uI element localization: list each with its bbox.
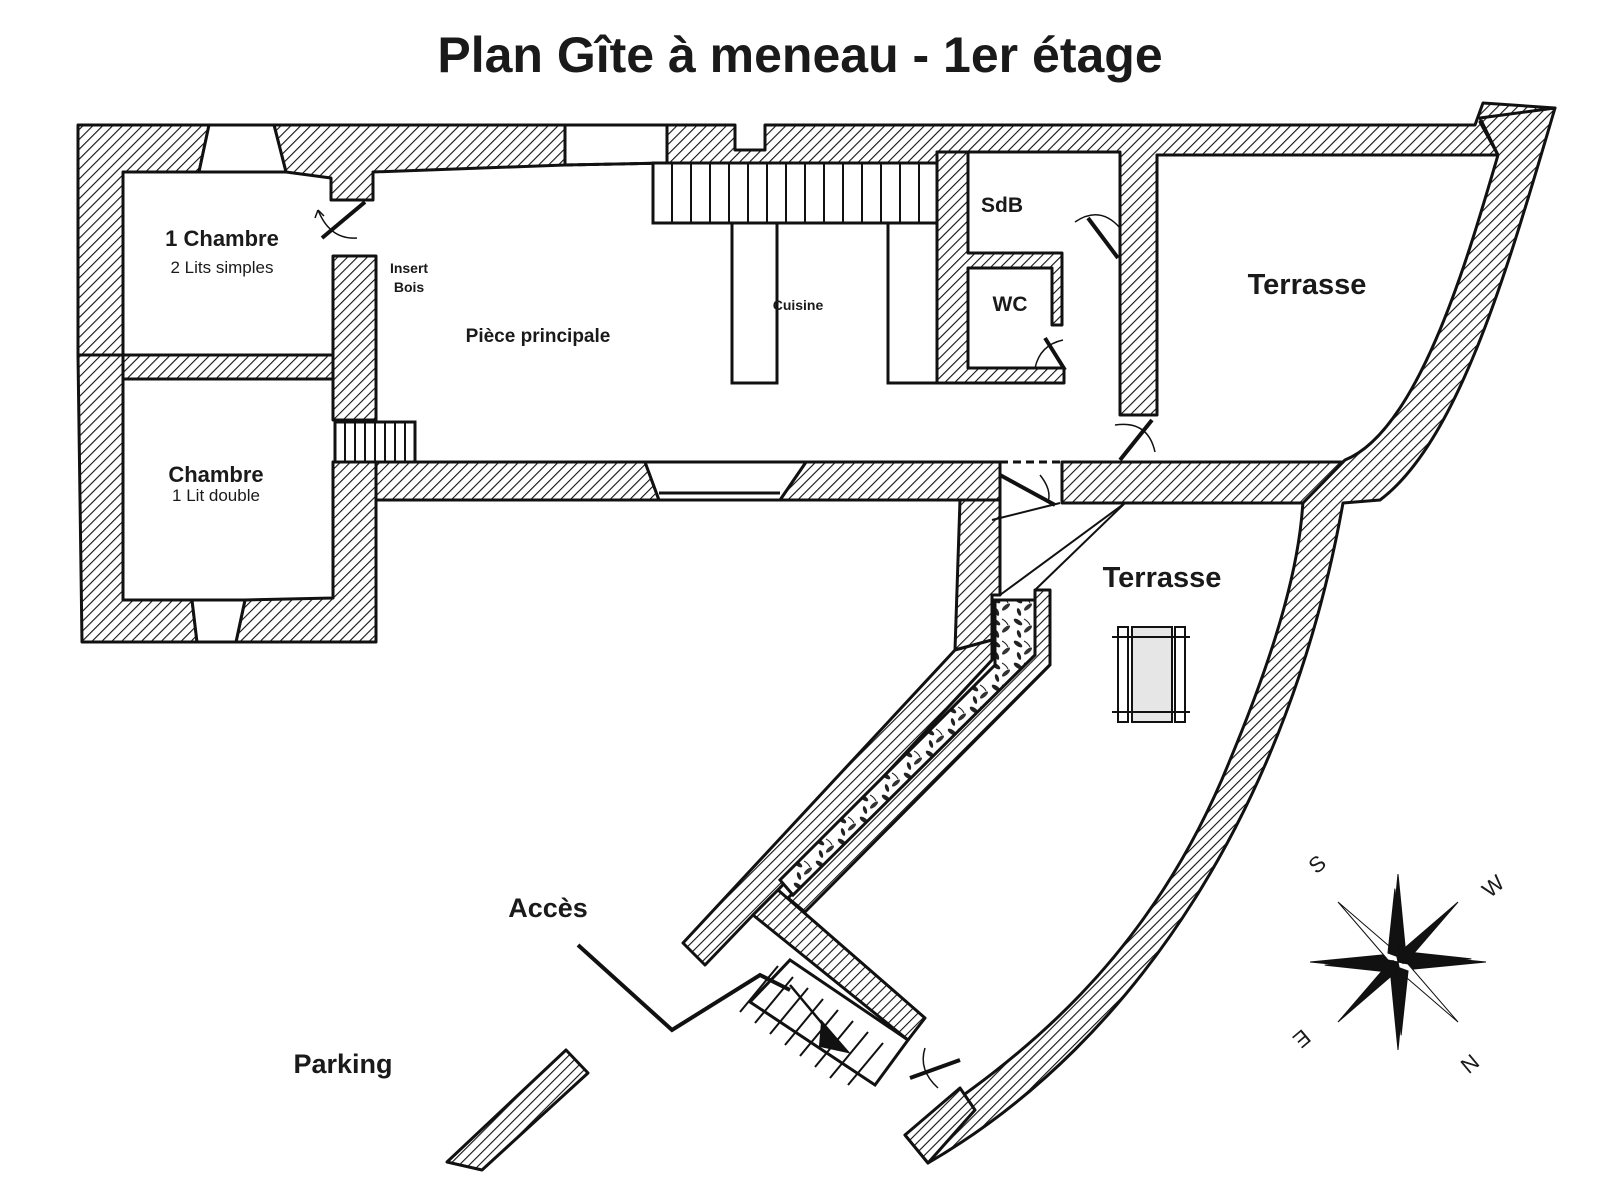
label-chambre-2-detail: 1 Lit double xyxy=(172,486,260,505)
wall-main-bottom-left xyxy=(331,460,661,502)
compass-rose xyxy=(1309,873,1487,1051)
label-acces: Accès xyxy=(508,893,588,923)
wall-entry-lower xyxy=(903,1086,977,1165)
doors xyxy=(314,200,1156,1089)
walls xyxy=(76,101,1557,1172)
corridor-lines xyxy=(991,502,1126,596)
wall-main-bottom-right-2 xyxy=(1060,460,1345,505)
bench-left xyxy=(1117,626,1129,723)
label-chambre-1: 1 Chambre xyxy=(165,226,279,251)
label-terrasse-haut: Terrasse xyxy=(1248,269,1367,301)
compass-s: S xyxy=(1304,850,1331,879)
label-chambre-1-detail: 2 Lits simples xyxy=(171,258,274,277)
label-piece-principale: Pièce principale xyxy=(466,326,611,347)
wall-top-middle xyxy=(272,123,567,202)
windows xyxy=(190,123,1062,644)
room-labels: 1 Chambre 2 Lits simples Chambre 1 Lit d… xyxy=(165,194,1366,1079)
door-terrasse xyxy=(1118,418,1154,462)
compass-e: E xyxy=(1288,1024,1315,1053)
label-chambre-2: Chambre xyxy=(168,462,263,487)
wall-parking xyxy=(445,1048,590,1172)
plan-title: Plan Gîte à meneau - 1er étage xyxy=(437,27,1162,83)
window-bottom-left xyxy=(190,598,247,644)
label-insert-2: Bois xyxy=(394,279,425,295)
wall-main-bottom-right xyxy=(778,460,1002,502)
staircase-small xyxy=(333,420,417,464)
label-wc: WC xyxy=(993,293,1028,316)
wall-right-curve xyxy=(903,106,1557,1165)
label-insert-1: Insert xyxy=(390,260,428,276)
window-top-left xyxy=(197,123,288,174)
door-corridor xyxy=(999,473,1056,507)
door-entry xyxy=(909,1058,961,1080)
kitchen-counter-right xyxy=(886,221,939,385)
wall-entry-upper xyxy=(751,888,927,1042)
kitchen-counter-left xyxy=(730,221,779,385)
wall-between-bedrooms xyxy=(121,353,335,381)
wall-bathroom-block xyxy=(935,150,1066,385)
label-parking: Parking xyxy=(293,1049,392,1079)
wall-corridor-left xyxy=(953,498,1002,652)
wall-partition-bedroom xyxy=(331,254,378,422)
access-path xyxy=(576,943,791,1033)
door-sdb xyxy=(1086,216,1120,260)
terrace-table xyxy=(1112,626,1190,723)
label-sdb: SdB xyxy=(981,194,1023,217)
door-wc xyxy=(1043,336,1067,372)
wall-diagonal-outer xyxy=(681,638,994,967)
staircase-entry xyxy=(739,958,911,1088)
label-terrasse-bas: Terrasse xyxy=(1103,562,1222,594)
staircase-top xyxy=(651,161,939,385)
door-chambre-1 xyxy=(320,200,367,240)
compass-n: N xyxy=(1456,1049,1484,1078)
table-top xyxy=(1131,626,1173,723)
planter xyxy=(777,598,1037,898)
window-top-middle xyxy=(563,123,669,167)
stair-direction-arrow xyxy=(818,1019,851,1054)
compass-w: W xyxy=(1477,870,1509,903)
label-cuisine: Cuisine xyxy=(773,297,824,313)
bench-right xyxy=(1174,626,1186,723)
